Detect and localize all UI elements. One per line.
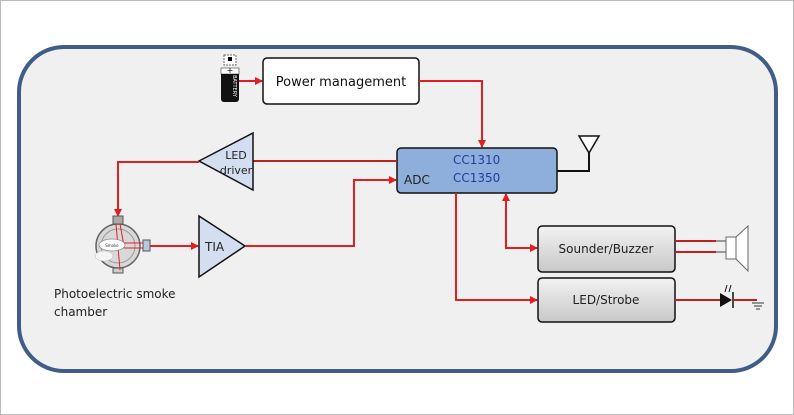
sounder-buzzer-block (537, 225, 676, 273)
speaker-icon (675, 224, 749, 273)
adc-label: ADC (404, 173, 430, 187)
smoke-chamber-icon: Smoke (94, 215, 151, 274)
strobe-label: LED/Strobe (573, 293, 640, 307)
mcu-label-cc1310: CC1310 (453, 153, 500, 167)
svg-text:+: + (227, 66, 234, 75)
led-driver-to-chamber-arrow (114, 161, 199, 217)
sounder-label: Sounder/Buzzer (559, 242, 654, 256)
led-driver-amplifier (197, 131, 254, 192)
led-driver-label-2: driver (220, 164, 253, 177)
power-management-label: Power management (276, 75, 407, 90)
led-driver-label-1: LED (225, 149, 247, 162)
chamber-label-1: Photoelectric smoke (54, 287, 176, 301)
ground-icon (752, 302, 764, 310)
tia-amplifier (198, 214, 247, 279)
tia-to-adc-arrow (245, 176, 397, 247)
battery-icon: + BATTERY (220, 54, 240, 102)
chamber-label-2: chamber (54, 305, 107, 319)
tia-label: TIA (204, 240, 225, 254)
mcu-label-cc1350: CC1350 (453, 171, 500, 185)
battery-label: BATTERY (231, 75, 237, 98)
power-to-mcu-arrow (419, 80, 486, 148)
led-diode-icon (675, 284, 757, 308)
smoke-label: Smoke (105, 243, 119, 248)
mcu-sounder-bidirectional-arrow (502, 193, 538, 252)
mcu-to-strobe-arrow (455, 193, 538, 304)
antenna-icon (557, 135, 601, 172)
